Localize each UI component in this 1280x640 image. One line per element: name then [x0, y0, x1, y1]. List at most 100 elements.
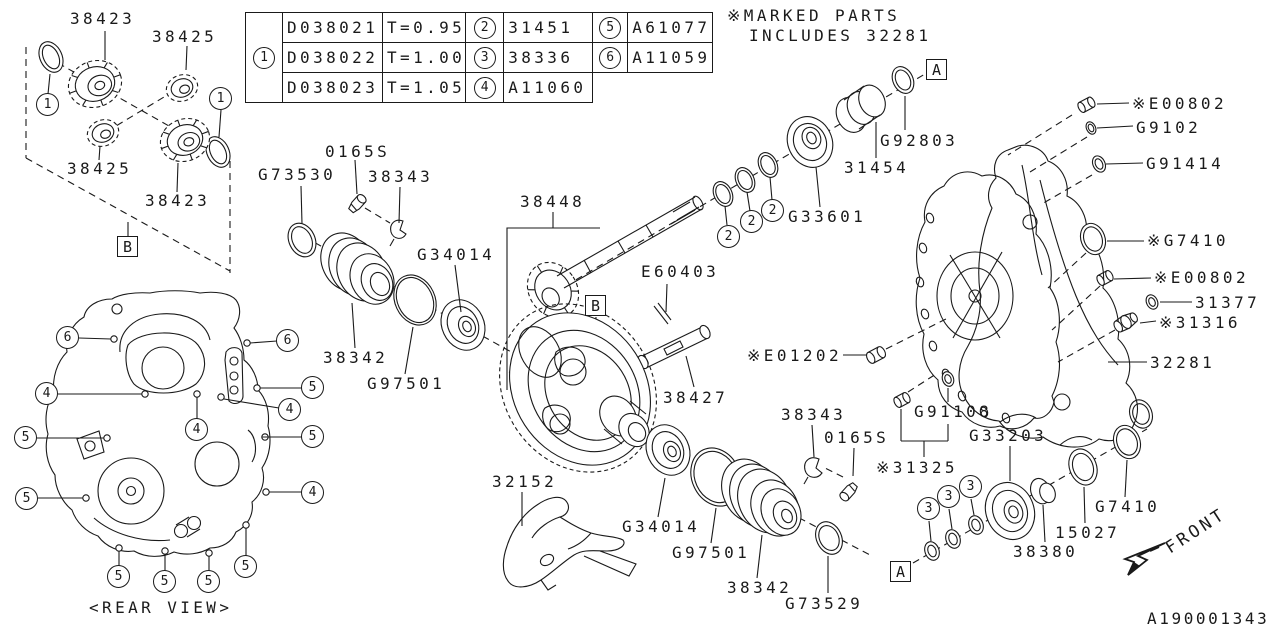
part-label-g91414: G91414: [1146, 154, 1225, 173]
part-label-g33601: G33601: [788, 207, 867, 226]
part-code: A61077: [627, 12, 714, 43]
callout-6: 6: [276, 329, 299, 352]
part-code: A11060: [503, 72, 594, 103]
pinion-ring-chain: [712, 66, 915, 226]
clip-38343-lower-art: [804, 457, 823, 478]
callout-4: 4: [35, 382, 58, 405]
callout-6: 6: [56, 326, 79, 349]
callout-3: 3: [959, 475, 982, 498]
part-label-31325: ※31325: [876, 458, 958, 477]
callout-4: 4: [185, 418, 208, 441]
insert-b-gear-set: [25, 31, 231, 273]
callout-5: 5: [15, 487, 38, 510]
part-label-38427: 38427: [663, 388, 729, 407]
callout-5: 5: [107, 565, 130, 588]
part-label-32281: 32281: [1150, 353, 1216, 372]
insert-box-b: B: [585, 295, 606, 316]
callout-1: 1: [36, 93, 59, 116]
callout-2: 2: [761, 199, 784, 222]
shim-selection-table: 1 D038021 T=0.95 2 31451 5 A61077 D03802…: [245, 12, 714, 103]
callout-3: 3: [917, 497, 940, 520]
shim-code: D038022: [282, 42, 383, 73]
part-label-32152: 32152: [492, 472, 558, 491]
part-label-38342-upper: 38342: [323, 348, 389, 367]
insert-box-b: B: [117, 236, 138, 257]
marked-parts-note-line2: INCLUDES 32281: [749, 26, 932, 45]
ref-circle-4: 4: [473, 76, 496, 99]
ref-circle-5: 5: [599, 16, 622, 39]
rear-view-case: [37, 290, 302, 571]
part-label-38423-lower: 38423: [145, 191, 211, 210]
gear-38425-upper: [165, 74, 199, 102]
table-row: D038022 T=1.00 3 38336 6 A11059: [246, 42, 714, 73]
part-label-g34014-upper: G34014: [417, 245, 496, 264]
part-label-38448: 38448: [520, 192, 586, 211]
transmission-case: [915, 144, 1154, 448]
shim-code: D038021: [282, 12, 383, 43]
part-label-g97501-lower: G97501: [672, 543, 751, 562]
part-label-e00802-mid: ※E00802: [1154, 268, 1250, 287]
part-label-g34014-lower: G34014: [622, 517, 701, 536]
callout-2: 2: [717, 225, 740, 248]
part-label-0165s-lower: 0165S: [824, 428, 890, 447]
clip-38343-upper-art: [390, 219, 407, 239]
part-label-g92803: G92803: [880, 131, 959, 150]
diff-bearing-chain-upper: [287, 159, 541, 375]
part-label-31454: 31454: [844, 158, 910, 177]
part-label-31377: 31377: [1195, 293, 1261, 312]
gear-38423-upper: [67, 59, 123, 109]
bolt-0165s-lower-art: [839, 482, 858, 502]
callout-1: 1: [209, 87, 232, 110]
front-arrow: [1122, 542, 1166, 576]
shim-seal-right: [205, 136, 231, 168]
callout-5: 5: [301, 425, 324, 448]
part-label-38425-lower: 38425: [67, 159, 133, 178]
callout-4: 4: [278, 398, 301, 421]
part-code: 38336: [503, 42, 594, 73]
callout-5: 5: [153, 570, 176, 593]
part-label-g91108: G91108: [914, 402, 993, 421]
case-seal-chain-lower: [912, 424, 1148, 564]
part-label-g33203: G33203: [969, 426, 1048, 445]
part-label-38343-lower: 38343: [781, 405, 847, 424]
diagram-id: A190001343: [1147, 609, 1270, 628]
ref-circle-1: 1: [253, 46, 275, 69]
differential-case: [499, 303, 657, 473]
part-code: 31451: [503, 12, 594, 43]
part-label-0165s-upper: 0165S: [325, 142, 391, 161]
callout-3: 3: [937, 485, 960, 508]
shim-code: D038023: [282, 72, 383, 103]
bolt-0165s-upper-art: [348, 194, 367, 214]
insert-box-a: A: [890, 561, 911, 582]
part-label-e01202: ※E01202: [747, 346, 843, 365]
table-row: D038023 T=1.05 4 A11060: [246, 72, 713, 103]
callout-5: 5: [197, 570, 220, 593]
part-code: A11059: [627, 42, 714, 73]
part-label-38423-upper: 38423: [70, 9, 136, 28]
diff-bearing-chain-lower: [645, 424, 873, 593]
part-label-g97501-upper: G97501: [367, 374, 446, 393]
part-label-g73530: G73530: [258, 165, 337, 184]
case-plugs-right: [843, 96, 1192, 457]
part-label-38425-upper: 38425: [152, 27, 218, 46]
rear-view-caption: <REAR VIEW>: [89, 598, 233, 617]
part-label-e60403: E60403: [641, 262, 720, 281]
callout-5: 5: [14, 426, 37, 449]
part-label-31316: ※31316: [1159, 313, 1241, 332]
table-row: 1 D038021 T=0.95 2 31451 5 A61077: [245, 12, 714, 103]
callout-5: 5: [301, 376, 324, 399]
part-label-15027: 15027: [1055, 523, 1121, 542]
part-label-38342-lower: 38342: [727, 578, 793, 597]
callout-2: 2: [740, 210, 763, 233]
gear-38425-lower: [86, 119, 120, 147]
shim-thickness: T=0.95: [381, 12, 467, 43]
insert-box-a: A: [926, 59, 947, 80]
ref-circle-6: 6: [599, 46, 622, 69]
shim-seal-left: [38, 41, 64, 73]
part-label-g7410-upper: ※G7410: [1147, 231, 1229, 250]
part-label-e00802-upper: ※E00802: [1132, 94, 1228, 113]
part-label-g73529: G73529: [785, 594, 864, 613]
callout-4: 4: [301, 481, 324, 504]
